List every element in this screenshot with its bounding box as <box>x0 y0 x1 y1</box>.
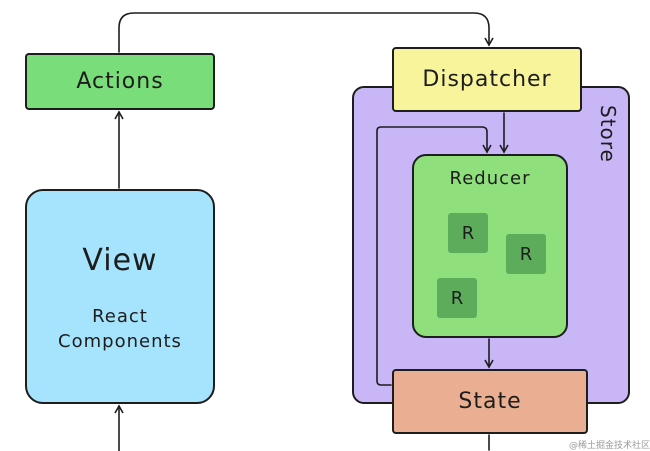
dispatcher-label: Dispatcher <box>422 67 552 92</box>
view-subtitle-line2: Components <box>58 331 182 352</box>
view-title: View <box>82 243 158 278</box>
reducer-item: R <box>437 278 477 318</box>
view-subtitle: React Components <box>58 304 182 354</box>
state-label: State <box>458 389 522 414</box>
state-node: State <box>392 369 588 434</box>
reducer-item: R <box>448 213 488 253</box>
store-label: Store <box>596 105 620 163</box>
dispatcher-node: Dispatcher <box>392 47 582 112</box>
arrow-state-to-reducer <box>376 126 492 386</box>
actions-label: Actions <box>76 69 164 94</box>
view-node: View React Components <box>25 189 215 404</box>
view-subtitle-line1: React <box>92 306 148 327</box>
actions-node: Actions <box>25 53 215 110</box>
watermark: @稀土掘金技术社区 <box>569 441 650 451</box>
reducer-item: R <box>506 234 546 274</box>
arrow-actions-to-dispatcher <box>118 12 494 53</box>
reducer-title: Reducer <box>449 168 531 189</box>
